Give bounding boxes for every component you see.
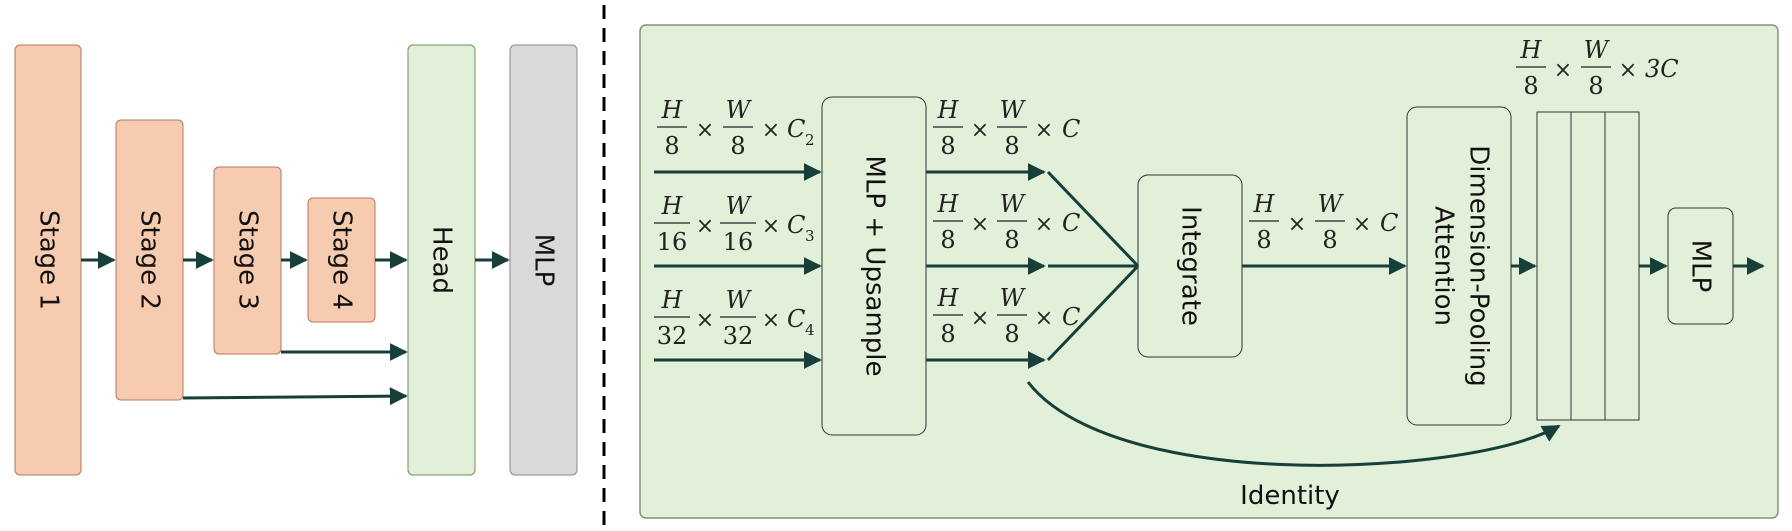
times-symbol: × bbox=[1353, 212, 1371, 237]
times-symbol: × bbox=[971, 212, 989, 237]
input-2-w-den: 16 bbox=[723, 228, 754, 256]
upsampled-2-w: W bbox=[1000, 190, 1027, 218]
upsampled-3-w-den: 8 bbox=[1004, 320, 1019, 348]
upsampled-1-h: H bbox=[937, 96, 960, 124]
integrated-channel: C bbox=[1380, 209, 1398, 237]
mlp-left-label: MLP bbox=[529, 234, 559, 287]
input-3-dims: H 32 × W 32 × C 4 bbox=[654, 286, 815, 350]
times-symbol: × bbox=[971, 118, 989, 143]
times-symbol: × bbox=[696, 308, 714, 333]
upsampled-2-h: H bbox=[937, 190, 960, 218]
upsampled-3-h-den: 8 bbox=[940, 320, 955, 348]
upsampled-1-dims: H 8 × W 8 × C bbox=[933, 96, 1080, 160]
upsampled-1-channel: C bbox=[1062, 115, 1080, 143]
input-2-w: W bbox=[726, 192, 753, 220]
upsampled-1-h-den: 8 bbox=[940, 132, 955, 160]
concat-feature-block bbox=[1536, 111, 1640, 421]
right-arrows bbox=[654, 163, 1765, 467]
stage-4-label: Stage 4 bbox=[327, 210, 357, 310]
merge-line-3 bbox=[1046, 264, 1140, 362]
input-3-h-den: 32 bbox=[657, 322, 688, 350]
concat-column-3 bbox=[1604, 111, 1640, 421]
merge-line-1 bbox=[1046, 170, 1140, 268]
left-panel: Stage 1 Stage 2 Stage 3 Stage 4 Head MLP bbox=[14, 44, 578, 476]
concat-h-den: 8 bbox=[1523, 72, 1538, 100]
input-1-h: H bbox=[661, 96, 684, 124]
mlp-upsample-label: MLP + Upsample bbox=[860, 156, 890, 377]
input-1-channel-sub: 2 bbox=[805, 131, 815, 149]
times-symbol: × bbox=[1288, 212, 1306, 237]
input-1-w: W bbox=[726, 96, 753, 124]
integrated-h-den: 8 bbox=[1256, 226, 1271, 254]
stage-2-label: Stage 2 bbox=[135, 210, 165, 310]
times-symbol: × bbox=[696, 118, 714, 143]
arrow-stage2-head bbox=[182, 387, 408, 406]
concat-column-1 bbox=[1536, 111, 1572, 421]
input-1-w-den: 8 bbox=[730, 132, 745, 160]
input-2-channel-sub: 3 bbox=[805, 227, 815, 245]
upsampled-3-h: H bbox=[937, 284, 960, 312]
upsampled-3-w: W bbox=[1000, 284, 1027, 312]
input-2-dims: H 16 × W 16 × C 3 bbox=[654, 192, 815, 256]
upsampled-3-channel: C bbox=[1062, 303, 1080, 331]
integrated-dims: H 8 × W 8 × C bbox=[1249, 190, 1398, 254]
times-symbol: × bbox=[1035, 118, 1053, 143]
identity-label: Identity bbox=[1240, 481, 1340, 511]
times-symbol: × bbox=[1554, 58, 1572, 83]
attention-label-line1: Dimension-Pooling bbox=[1464, 145, 1494, 387]
input-3-w-den: 32 bbox=[723, 322, 754, 350]
input-2-h: H bbox=[661, 192, 684, 220]
upsampled-2-h-den: 8 bbox=[940, 226, 955, 254]
mlp-right-label: MLP bbox=[1686, 240, 1716, 293]
stage-1-label: Stage 1 bbox=[34, 210, 64, 310]
concat-w: W bbox=[1584, 36, 1611, 64]
upsampled-2-w-den: 8 bbox=[1004, 226, 1019, 254]
input-3-channel: C bbox=[787, 305, 805, 333]
integrated-w-den: 8 bbox=[1322, 226, 1337, 254]
input-3-w: W bbox=[726, 286, 753, 314]
times-symbol: × bbox=[762, 118, 780, 143]
left-arrows bbox=[81, 251, 510, 406]
right-panel: MLP + Upsample Integrate Dimension-Pooli… bbox=[639, 24, 1779, 519]
stage-3-label: Stage 3 bbox=[233, 210, 263, 310]
identity-arrow bbox=[1026, 381, 1561, 467]
concat-dims: H 8 × W 8 × 3C bbox=[1516, 36, 1679, 100]
input-1-channel: C bbox=[787, 115, 805, 143]
times-symbol: × bbox=[971, 306, 989, 331]
times-symbol: × bbox=[762, 214, 780, 239]
times-symbol: × bbox=[1035, 212, 1053, 237]
input-3-h: H bbox=[661, 286, 684, 314]
head-label: Head bbox=[427, 226, 457, 294]
times-symbol: × bbox=[1619, 58, 1637, 83]
times-symbol: × bbox=[696, 214, 714, 239]
input-1-dims: H 8 × W 8 × C 2 bbox=[657, 96, 815, 160]
upsampled-3-dims: H 8 × W 8 × C bbox=[933, 284, 1080, 348]
times-symbol: × bbox=[1035, 306, 1053, 331]
upsampled-2-channel: C bbox=[1062, 209, 1080, 237]
upsampled-1-w: W bbox=[1000, 96, 1027, 124]
input-3-channel-sub: 4 bbox=[805, 321, 815, 339]
concat-channel: 3C bbox=[1645, 55, 1679, 83]
input-2-h-den: 16 bbox=[657, 228, 688, 256]
input-1-h-den: 8 bbox=[664, 132, 679, 160]
integrate-label: Integrate bbox=[1176, 206, 1206, 326]
concat-h: H bbox=[1520, 36, 1543, 64]
attention-label-line2: Attention bbox=[1429, 206, 1459, 326]
upsampled-1-w-den: 8 bbox=[1004, 132, 1019, 160]
concat-w-den: 8 bbox=[1588, 72, 1603, 100]
times-symbol: × bbox=[762, 308, 780, 333]
integrated-w: W bbox=[1318, 190, 1345, 218]
integrated-h: H bbox=[1253, 190, 1276, 218]
concat-column-2 bbox=[1570, 111, 1606, 421]
input-2-channel: C bbox=[787, 211, 805, 239]
mlp-left-box bbox=[509, 44, 578, 476]
upsampled-2-dims: H 8 × W 8 × C bbox=[933, 190, 1080, 254]
